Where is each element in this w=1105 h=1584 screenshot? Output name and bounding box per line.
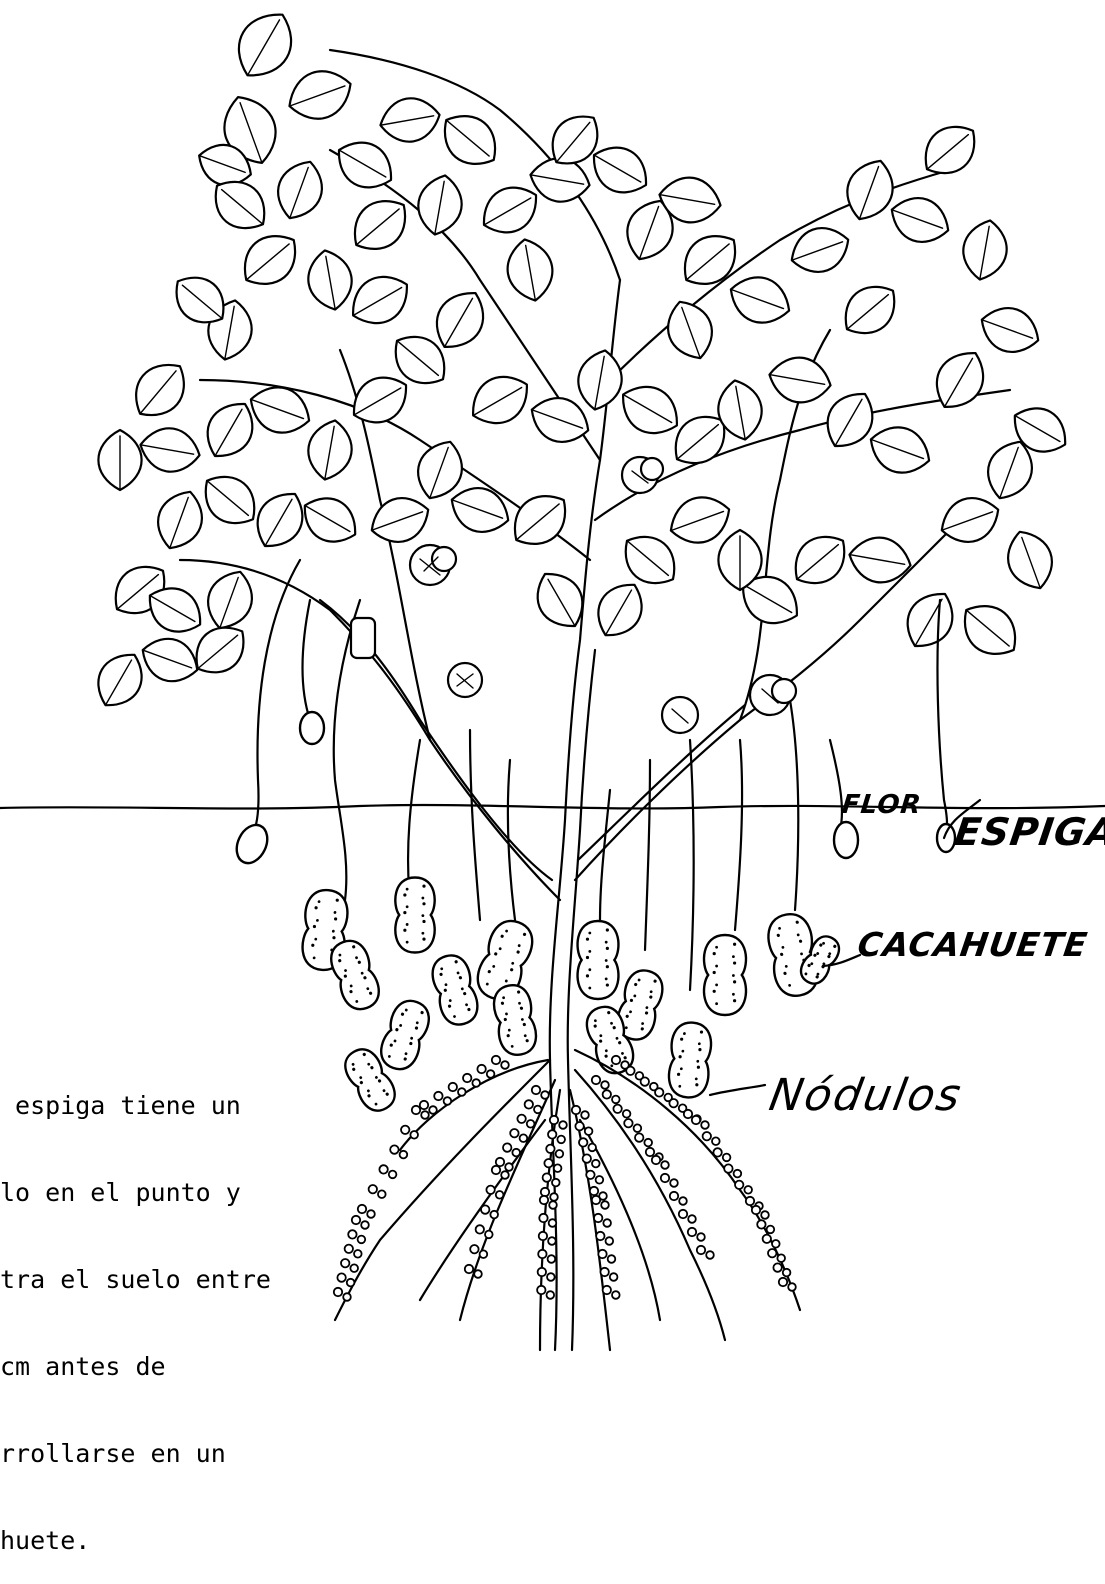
caption-line: cm antes de [0, 1352, 340, 1381]
roots [335, 1050, 800, 1350]
caption-line: rrollarse en un [0, 1439, 340, 1468]
label-peanut: CACAHUETE [855, 925, 1090, 964]
caption-line: espiga tiene un [0, 1091, 340, 1120]
ground-line [0, 805, 1105, 808]
caption-text: espiga tiene un lo en el punto y tra el … [0, 1033, 340, 1584]
caption-line: huete. [0, 1526, 340, 1555]
label-peg: ESPIGA [952, 810, 1105, 854]
caption-line: tra el suelo entre [0, 1265, 340, 1294]
label-flower: FLOR [840, 790, 923, 820]
leaves [87, 2, 1075, 715]
caption-line: lo en el punto y [0, 1178, 340, 1207]
label-nodules: Nódulos [766, 1070, 967, 1121]
peanut-pods [301, 878, 844, 1117]
peanut-plant-diagram: FLOR ESPIGA CACAHUETE Nódulos espiga tie… [0, 0, 1105, 1366]
